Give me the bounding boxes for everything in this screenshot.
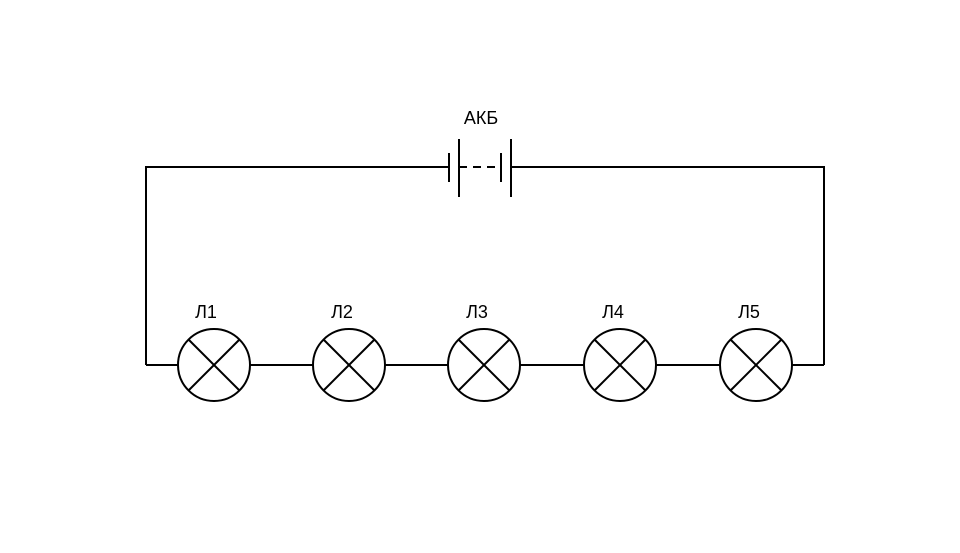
battery-label: АКБ [464,108,498,128]
lamp-2-circle [312,328,386,402]
lamp-4-cross-b [593,338,647,392]
lamp-3-label: Л3 [466,302,488,322]
lamp-4 [583,328,657,402]
lamp-5 [719,328,793,402]
battery-symbol [448,139,512,197]
lamp-5-cross-b [729,338,783,392]
lamp-1-circle [177,328,251,402]
lamp-3 [447,328,521,402]
lamp-3-cross-b [457,338,511,392]
lamp-4-label: Л4 [602,302,624,322]
lamp-2-cross-b [322,338,376,392]
lamp-1-cross-b [187,338,241,392]
wire-right-top [511,166,825,365]
lamp-4-circle [583,328,657,402]
lamp-1 [177,328,251,402]
lamp-5-label: Л5 [738,302,760,322]
lamp-2 [312,328,386,402]
lamp-1-label: Л1 [195,302,217,322]
lamp-2-label: Л2 [331,302,353,322]
lamp-3-circle [447,328,521,402]
wire-left-top [145,166,449,365]
lamp-5-circle [719,328,793,402]
